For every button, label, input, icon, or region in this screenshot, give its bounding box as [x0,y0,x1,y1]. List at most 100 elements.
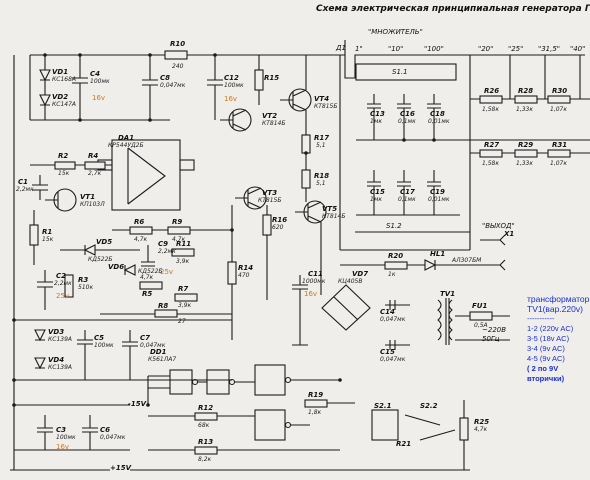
r16-label: R16 [272,216,288,224]
r8-value: 27 [178,318,186,325]
c18-label: C18 [430,110,445,118]
switch-pos-100: "100" [424,45,444,53]
r3-label: R3 [78,276,89,284]
c15b-value: 0,047мк [380,356,406,363]
c5-label: C5 [94,334,105,342]
r31-value: 1,07к [550,160,567,167]
annotation-line: 3-5 (18v AC) [527,334,570,343]
c5-value: 100мк [94,342,114,349]
mains-frequency-label: 50Гц [482,335,500,343]
r25-value: 4,7к [474,426,488,433]
minus-15v-label: -15V [128,400,147,408]
s2-2-label: S2.2 [420,402,438,410]
vt4-label: VT4 [314,95,330,103]
r3-value: 510к [78,284,94,291]
c16-value: 0,1мк [398,118,416,125]
da1-value: КР544УД2Б [108,142,144,149]
r9-label: R9 [172,218,183,226]
c6-value: 0,047мк [100,434,126,441]
r9-value: 4,7к [172,236,186,243]
r19-value: 1,8к [308,409,322,416]
vd6-label: VD6 [108,263,125,271]
r7-value: 3,9к [178,302,192,309]
c11-voltage-note: 16v [304,290,318,298]
annotation-line: 3-4 (9v AC) [527,344,565,353]
mains-voltage-label: ~220В [482,326,507,334]
vd7-label: VD7 [352,270,369,278]
r7-label: R7 [178,285,189,293]
annotation-line: 4-5 (9v AC) [527,354,565,363]
annotation-subheading: TV1(вар.220v) [527,304,583,314]
c9-value: 2,2мк [158,248,176,255]
r11-value: 3,9к [176,258,190,265]
r20-value: 1к [388,271,396,278]
hl1-label: HL1 [430,250,446,258]
vd5-value: КД522Б [88,256,113,263]
r26-label: R26 [484,87,500,95]
vd4-value: КС139А [48,364,73,371]
hl1-value: АЛ307БМ [452,257,482,264]
d1-label: Д1 [336,44,346,52]
r26-value: 1,58к [482,106,499,113]
r14-value: 470 [238,272,250,279]
c18-value: 0,01мк [428,118,450,125]
c2-value: 2,2мк [54,280,72,287]
vd3-label: VD3 [48,328,65,336]
plus-15v-label: +15V [110,464,132,472]
vt5-value: КТ814Б [322,213,346,220]
r19-label: R19 [308,391,324,399]
c8-value: 0,047мк [160,82,186,89]
r28-label: R28 [518,87,534,95]
annotation-heading: трансформатор [527,294,590,304]
c3-label: C3 [56,426,67,434]
r13-label: R13 [198,438,214,446]
c14-label: C14 [380,308,395,316]
c12-voltage-note: 16v [224,95,238,103]
c4-label: C4 [90,70,101,78]
r5-value: 4,7к [140,274,154,281]
c3-value: 100мк [56,434,76,441]
r1-label: R1 [42,228,53,236]
c16-label: C16 [400,110,415,118]
vd6-value: КД522Б [138,268,163,275]
dd1-value: К561ЛА7 [148,356,177,363]
r29-value: 1,33к [516,160,533,167]
r8-label: R8 [158,302,169,310]
vt3-value: КТ815Б [258,197,282,204]
annotation-separator: ----------- [527,314,555,323]
vt4-value: КТ815Б [314,103,338,110]
r13-value: 8,2к [198,456,212,463]
c4-value: 100мк [90,78,110,85]
r17-label: R17 [314,134,330,142]
switch-pos-1: 1" [355,45,363,53]
vt1-label: VT1 [80,193,96,201]
c7-label: C7 [140,334,151,342]
x1-label: X1 [504,230,515,238]
output-label: "ВЫХОД" [482,222,515,230]
r18-value: 5,1 [316,180,326,187]
c8-label: C8 [160,74,171,82]
r11-label: R11 [176,240,192,248]
r2-value: 15к [58,170,70,177]
c11-value: 1000мк [302,278,326,285]
c2-label: C2 [56,272,67,280]
schematic-title: Схема электрическая принципиальная генер… [316,4,590,14]
c11-label: C11 [308,270,323,278]
fu1-value: 0,5А [474,322,488,329]
vt2-value: КТ814Б [262,120,286,127]
s2-1-label: S2.1 [374,402,392,410]
r30-label: R30 [552,87,568,95]
vd1-label: VD1 [52,68,69,76]
c3-voltage-note: 16v [56,443,70,451]
r27-label: R27 [484,141,500,149]
c19-label: C19 [430,188,445,196]
c15b-label: C15 [380,348,395,356]
c12-value: 100мк [224,82,244,89]
c9-voltage-note: 25v [160,268,174,276]
c15-value: 1мк [370,196,382,203]
multiplier-label: "МНОЖИТЕЛЬ" [368,28,423,36]
c12-label: C12 [224,74,239,82]
vt3-label: VT3 [262,189,278,197]
c19-value: 0,01мк [428,196,450,203]
